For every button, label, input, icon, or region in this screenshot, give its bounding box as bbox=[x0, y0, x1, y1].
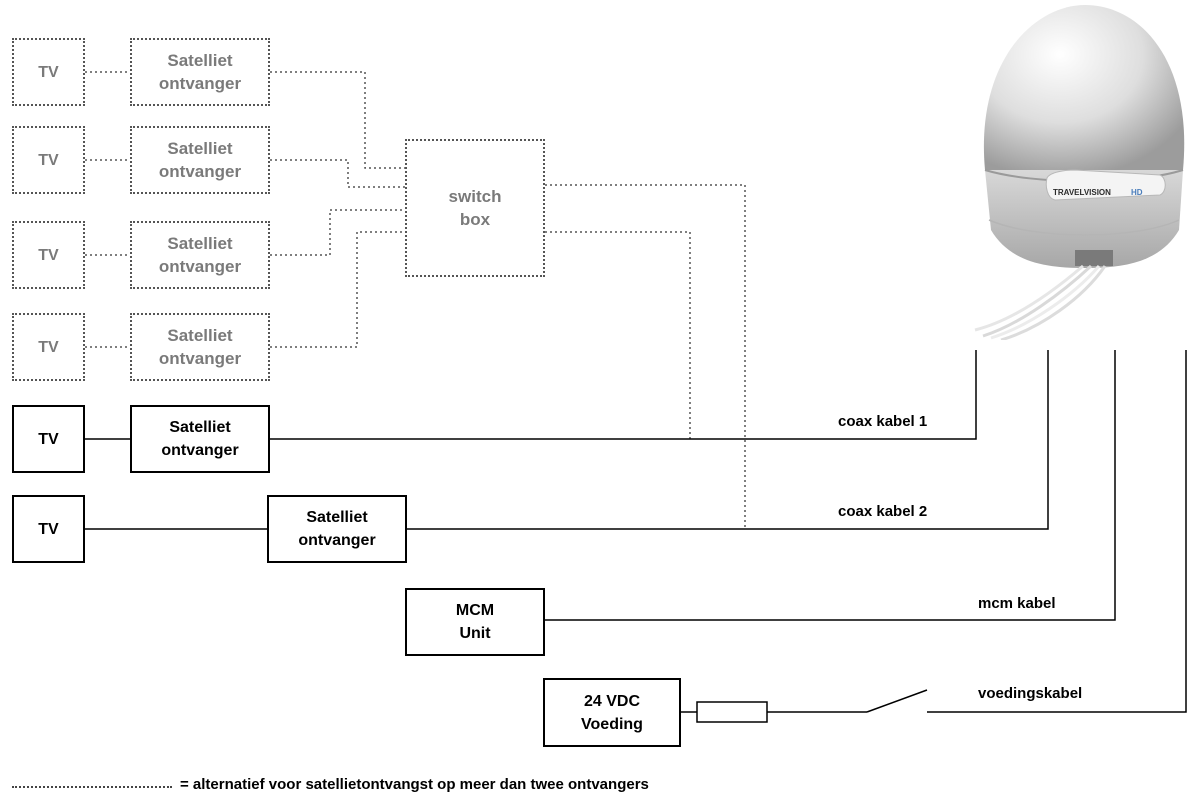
mcm-cable-label: mcm kabel bbox=[978, 595, 1056, 612]
power-supply-box: 24 VDC Voeding bbox=[543, 678, 681, 747]
tv-box-1: TV bbox=[12, 405, 85, 473]
dotted-link-receiver-1 bbox=[270, 71, 405, 169]
receiver-box-alt-4: Satelliet ontvanger bbox=[130, 313, 270, 381]
receiver-line1: Satelliet bbox=[306, 509, 368, 526]
receiver-line1: Satelliet bbox=[169, 419, 231, 436]
receiver-line2: ontvanger bbox=[158, 349, 242, 368]
switch-box: switch box bbox=[405, 139, 545, 277]
dotted-link-receiver-2 bbox=[270, 159, 405, 188]
tv-label: TV bbox=[38, 338, 59, 356]
power-supply-line2: Voeding bbox=[581, 715, 643, 733]
receiver-line2: ontvanger bbox=[161, 442, 239, 459]
tv-label: TV bbox=[38, 63, 59, 81]
receiver-line2: ontvanger bbox=[158, 257, 242, 276]
legend-dotted-sample bbox=[12, 786, 172, 788]
fuse bbox=[696, 701, 768, 723]
coax-cable-2 bbox=[406, 350, 1049, 530]
switch-box-line1: switch bbox=[448, 187, 502, 206]
power-cable-c bbox=[927, 350, 1187, 713]
receiver-box-alt-3: Satelliet ontvanger bbox=[130, 221, 270, 289]
dotted-link-receiver-4 bbox=[270, 231, 405, 348]
tv-label: TV bbox=[38, 430, 59, 448]
receiver-line2: ontvanger bbox=[158, 162, 242, 181]
receiver-box-alt-1: Satelliet ontvanger bbox=[130, 38, 270, 106]
coax-cable-2-label: coax kabel 2 bbox=[838, 503, 928, 520]
receiver-box-2: Satelliet ontvanger bbox=[267, 495, 407, 563]
mcm-unit-line2: Unit bbox=[459, 625, 491, 642]
receiver-line2: ontvanger bbox=[158, 74, 242, 93]
tv-box-alt-1: TV bbox=[12, 38, 85, 106]
receiver-line1: Satelliet bbox=[167, 51, 233, 70]
coax-cable-1-label: coax kabel 1 bbox=[838, 413, 928, 430]
antenna-dome-illustration: TRAVELVISION HD bbox=[974, 5, 1185, 340]
receiver-line2: ontvanger bbox=[298, 532, 376, 549]
dotted-link-receiver-3 bbox=[270, 209, 405, 256]
legend-text: = alternatief voor satellietontvangst op… bbox=[180, 776, 649, 793]
switch-box-line2: box bbox=[459, 210, 491, 229]
antenna-brand: TRAVELVISION bbox=[1053, 188, 1111, 197]
dotted-link-switch-coax2 bbox=[545, 184, 746, 529]
tv-box-alt-2: TV bbox=[12, 126, 85, 194]
tv-label: TV bbox=[38, 520, 59, 538]
mcm-cable bbox=[545, 350, 1116, 621]
tv-box-2: TV bbox=[12, 495, 85, 563]
receiver-box-1: Satelliet ontvanger bbox=[130, 405, 270, 473]
tv-label: TV bbox=[38, 246, 59, 264]
tv-label: TV bbox=[38, 151, 59, 169]
power-switch bbox=[866, 689, 928, 713]
coax-cable-1 bbox=[269, 350, 977, 440]
receiver-line1: Satelliet bbox=[167, 234, 233, 253]
power-cable-label: voedingskabel bbox=[978, 685, 1083, 702]
receiver-line1: Satelliet bbox=[167, 139, 233, 158]
receiver-line1: Satelliet bbox=[167, 326, 233, 345]
tv-box-alt-4: TV bbox=[12, 313, 85, 381]
tv-box-alt-3: TV bbox=[12, 221, 85, 289]
dotted-link-switch-coax1 bbox=[545, 231, 691, 439]
mcm-unit-box: MCM Unit bbox=[405, 588, 545, 656]
antenna-model: HD bbox=[1131, 188, 1143, 197]
mcm-unit-line1: MCM bbox=[455, 602, 495, 619]
power-supply-line1: 24 VDC bbox=[583, 692, 641, 710]
receiver-box-alt-2: Satelliet ontvanger bbox=[130, 126, 270, 194]
